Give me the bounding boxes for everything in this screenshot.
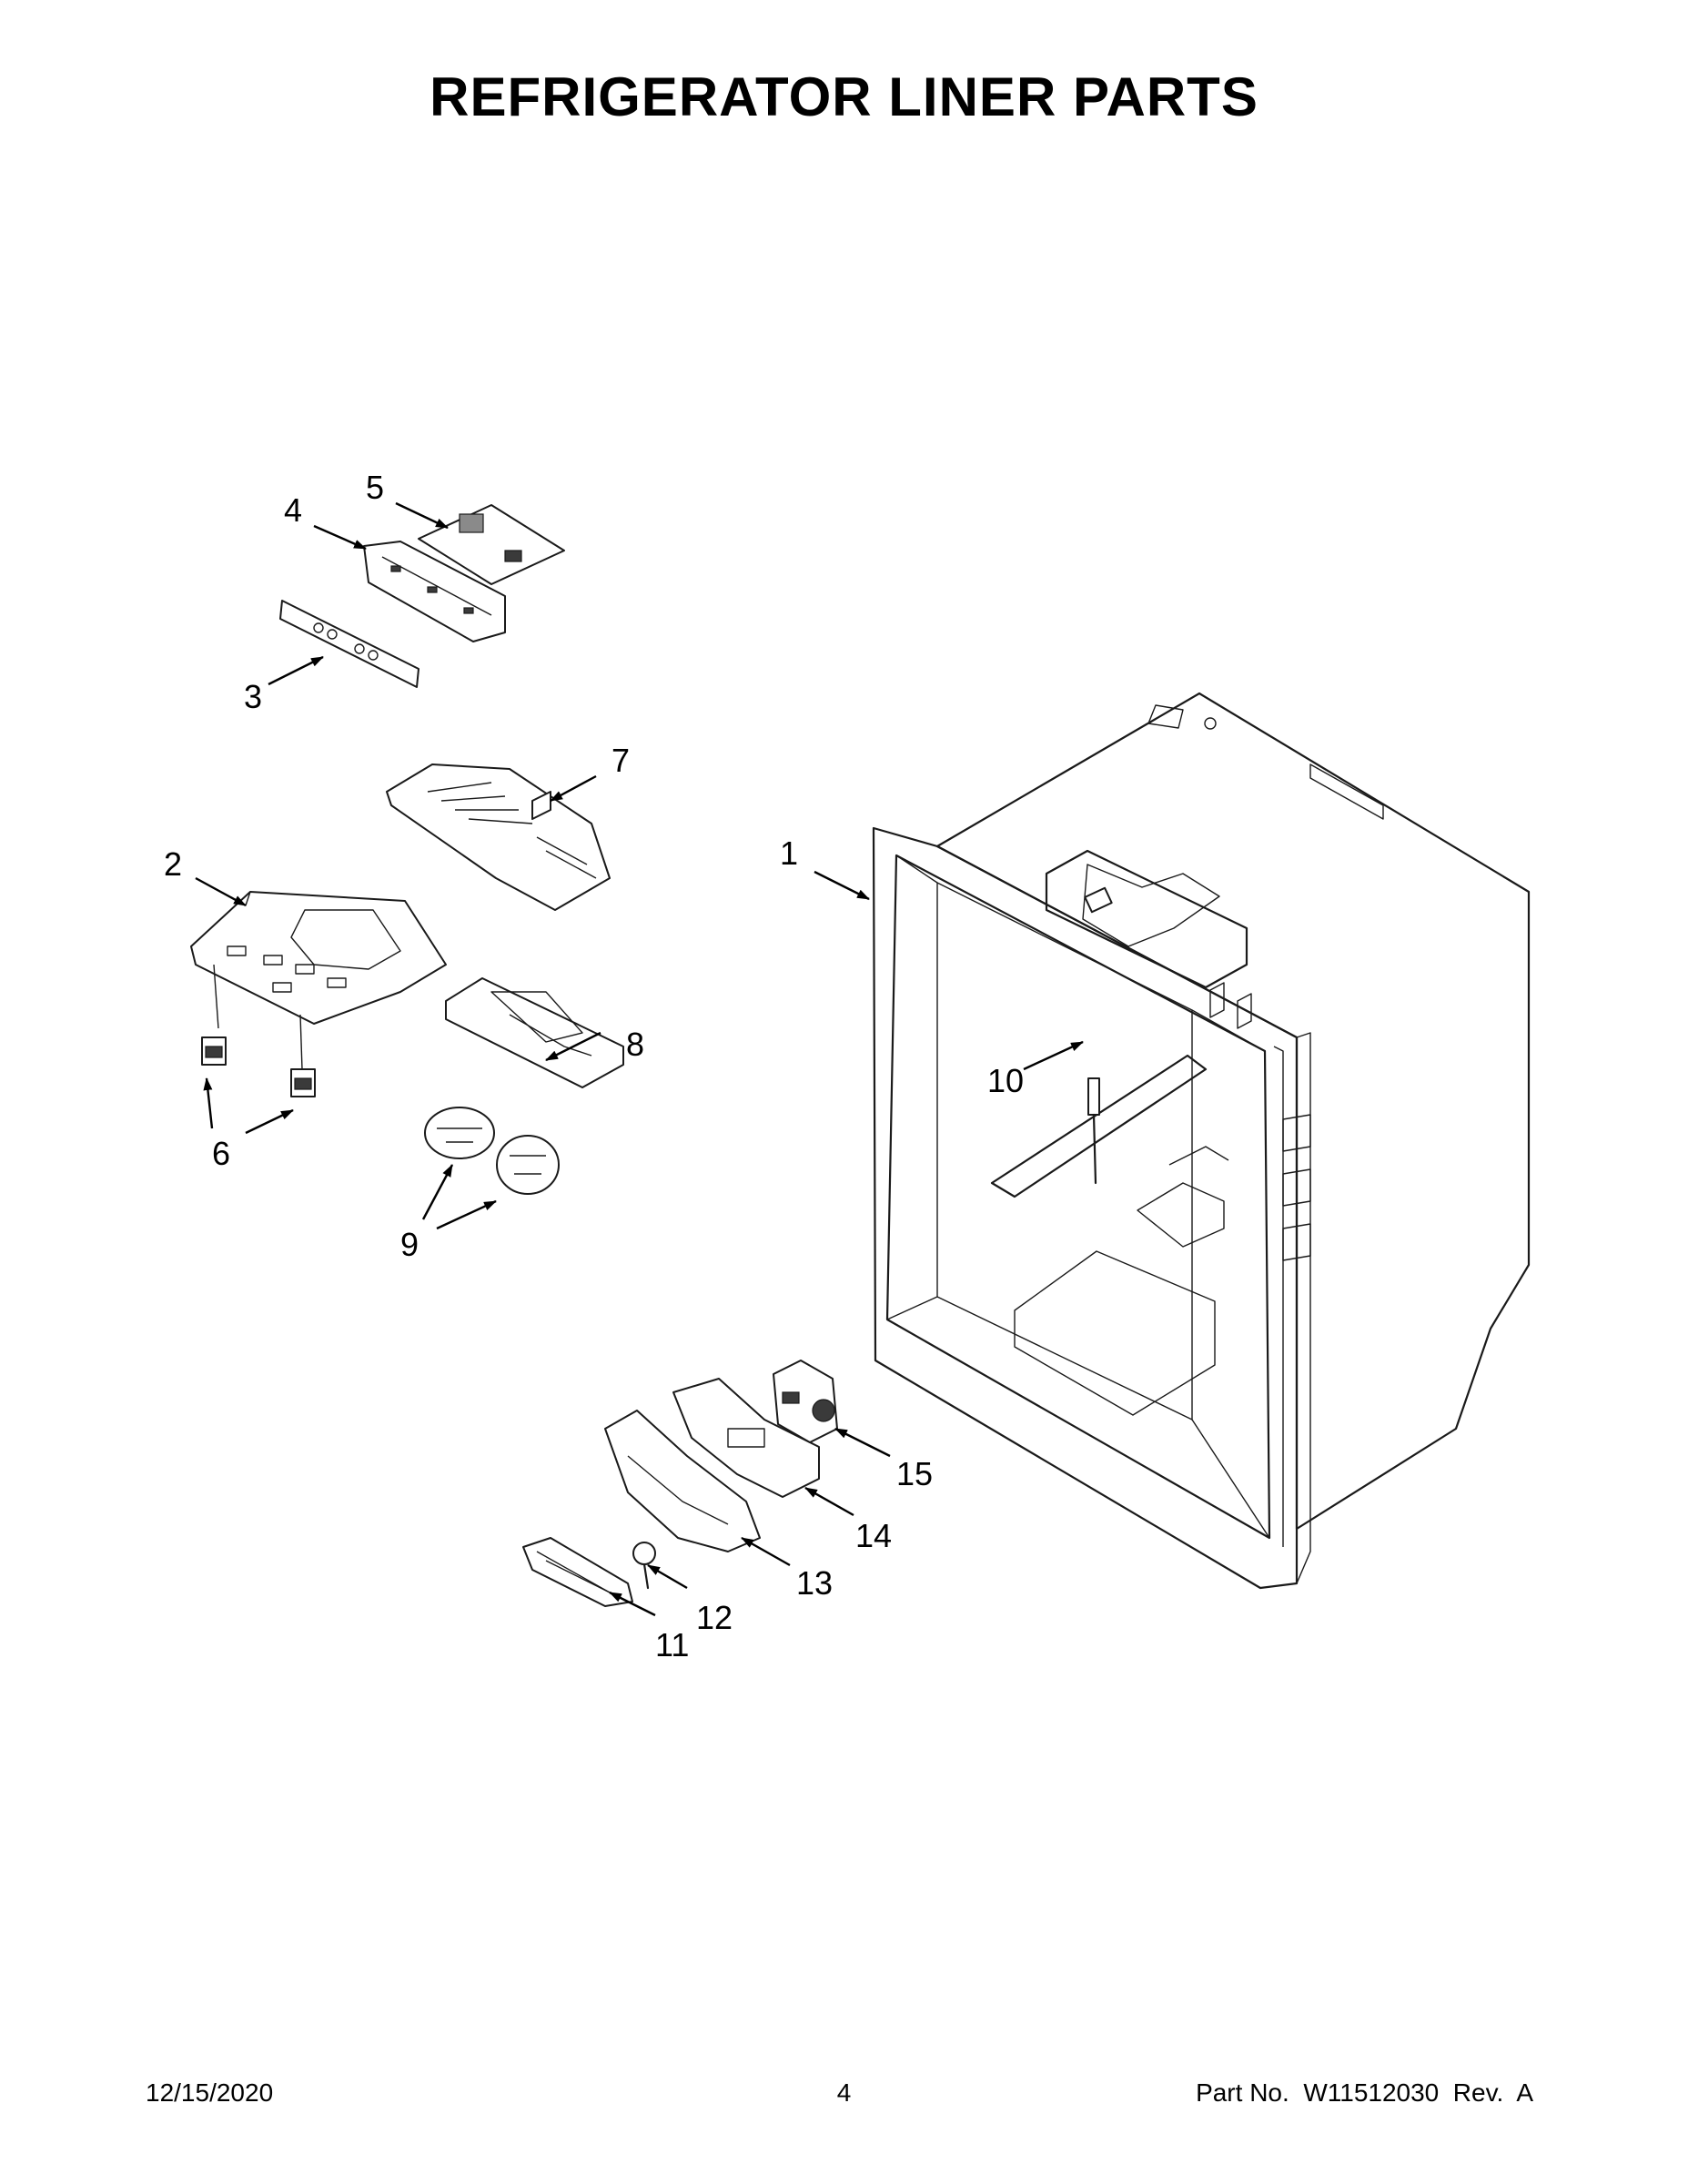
part-13-cover <box>604 1410 761 1552</box>
part-5-control-board <box>418 504 565 585</box>
callout-7: 7 <box>612 742 630 779</box>
part-11-trim <box>522 1537 633 1607</box>
footer-date: 12/15/2020 <box>146 2078 274 2107</box>
callout-3: 3 <box>244 678 262 715</box>
page-title: REFRIGERATOR LINER PARTS <box>430 66 1258 127</box>
callout-arrows <box>195 501 1084 1617</box>
part-2-tray <box>190 891 447 1070</box>
callout-5: 5 <box>366 469 384 506</box>
part-14-housing <box>672 1378 820 1498</box>
callout-9: 9 <box>400 1226 419 1263</box>
callout-12: 12 <box>696 1599 733 1636</box>
callout-14: 14 <box>855 1517 892 1554</box>
footer-part-number: Part No. W11512030 Rev. A <box>1196 2078 1533 2107</box>
callout-4: 4 <box>284 491 302 529</box>
part-1-liner <box>872 692 1531 1590</box>
footer-page-number: 4 <box>836 2078 852 2107</box>
callout-1: 1 <box>780 834 798 872</box>
callout-15: 15 <box>896 1455 933 1492</box>
part-12-screw <box>632 1542 656 1590</box>
part-10-thermistor <box>1087 1077 1100 1185</box>
part-4-bracket <box>363 541 506 642</box>
callout-6: 6 <box>212 1135 230 1172</box>
callout-2: 2 <box>164 845 182 883</box>
callout-10: 10 <box>987 1062 1024 1099</box>
part-3-overlay <box>279 600 419 688</box>
part-9-lamps <box>424 1107 560 1195</box>
callout-13: 13 <box>796 1564 833 1602</box>
callout-11: 11 <box>655 1626 689 1663</box>
part-8-light-housing <box>445 977 624 1088</box>
part-6-switches <box>201 1036 316 1097</box>
callout-8: 8 <box>626 1026 644 1063</box>
